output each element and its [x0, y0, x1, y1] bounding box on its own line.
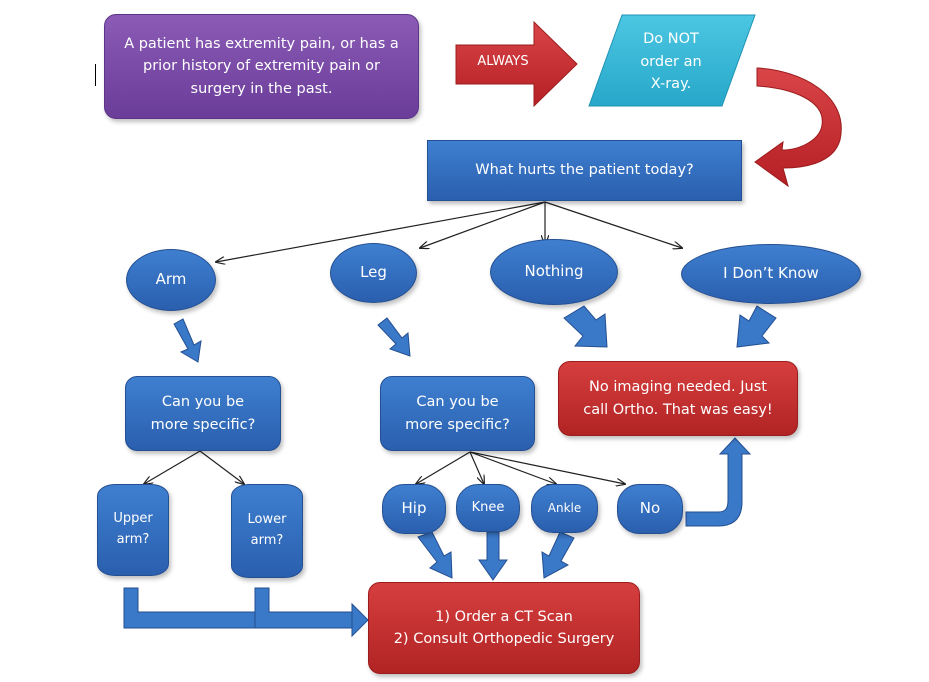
hip-node: Hip [382, 484, 446, 534]
always-label: ALWAYS [477, 53, 529, 69]
always-arrow [455, 20, 578, 108]
question-branches [216, 201, 682, 262]
nothing-node: Nothing [490, 239, 618, 305]
leg-specific-box: Can you be more specific? [380, 376, 535, 451]
no-imaging-box: No imaging needed. Just call Ortho. That… [558, 361, 798, 436]
leg-branches [416, 451, 625, 484]
arm-branches [144, 450, 244, 484]
text-cursor [95, 64, 96, 86]
arm-node: Arm [126, 249, 216, 311]
ankle-node: Ankle [531, 484, 598, 533]
arm-specific-box: Can you be more specific? [125, 376, 281, 451]
leg-node: Leg [330, 243, 417, 303]
ct-scan-box: 1) Order a CT Scan 2) Consult Orthopedic… [368, 582, 640, 674]
knee-node: Knee [456, 484, 520, 532]
upper-arm-node: Upper arm? [97, 484, 169, 576]
curved-red-arrow [754, 67, 842, 188]
no-xray-label: Do NOT order an X-ray. [640, 31, 702, 93]
start-box: A patient has extremity pain, or has a p… [104, 14, 419, 119]
question-box: What hurts the patient today? [427, 140, 742, 201]
lower-arm-node: Lower arm? [231, 484, 303, 578]
no-node: No [617, 484, 683, 534]
dont-know-node: I Don’t Know [681, 244, 861, 304]
blue-arrows [123, 305, 777, 638]
no-xray-shape [588, 14, 756, 107]
